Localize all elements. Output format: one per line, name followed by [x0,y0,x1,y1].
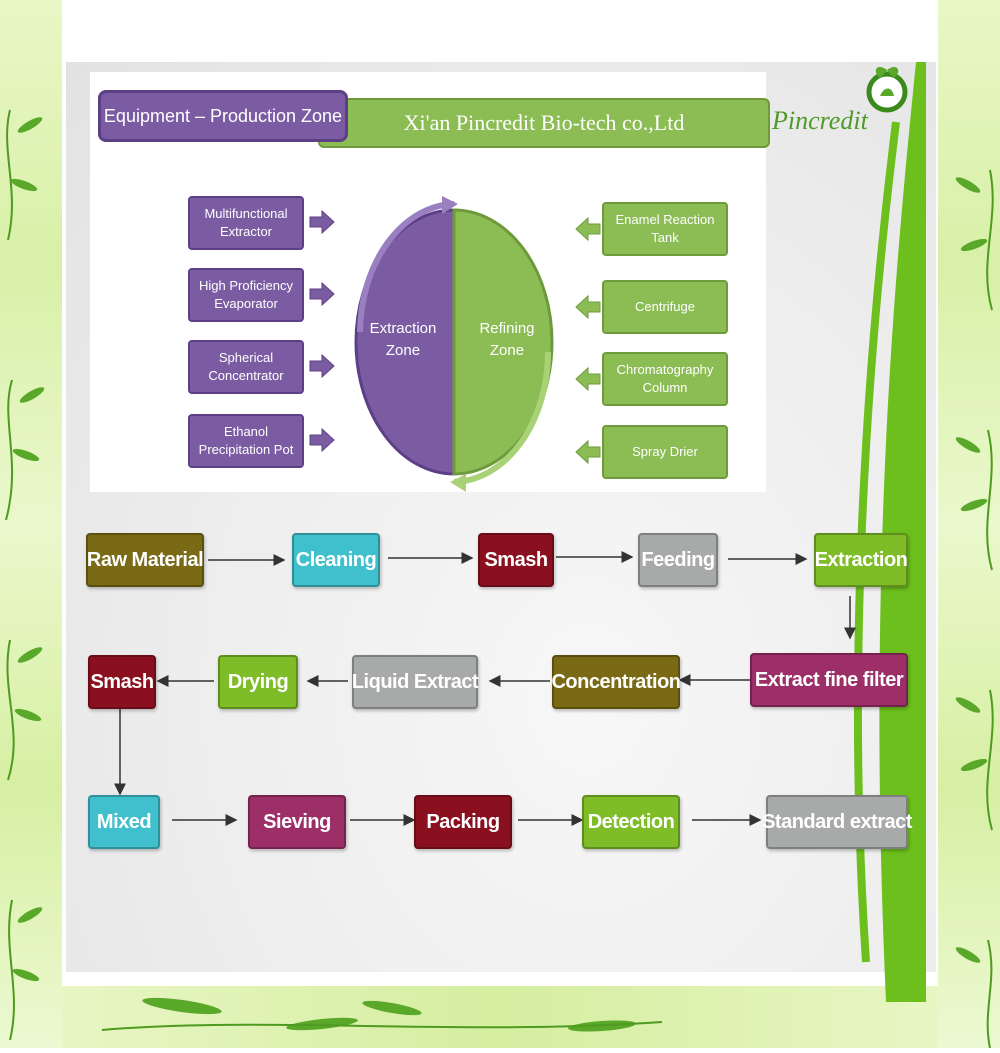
step-cleaning: Cleaning [292,533,380,587]
zone-title: Equipment – Production Zone [103,105,343,126]
bamboo-vine-icon [5,109,45,1041]
extraction-zone-half [354,208,456,476]
right-arrow-icon [309,354,335,378]
zone-circle-diagram [354,196,554,492]
logo-text: Pincredit [772,106,868,135]
step-smash: Smash [478,533,554,587]
step-drying: Drying [218,655,298,709]
step-raw-material: Raw Material [86,533,204,587]
right-decorative-border [938,0,1000,1048]
right-arrow-icon [309,282,335,306]
left-arrow-icon [575,367,601,391]
right-arrow-icon [309,210,335,234]
slide: Xi'an Pincredit Bio-tech co.,Ltd Equipme… [66,62,936,1002]
circular-arrow-icon [442,196,458,214]
step-mixed: Mixed [88,795,160,849]
step-smash-2: Smash [88,655,156,709]
equipment-ethanol-precipitation-pot: Ethanol Precipitation Pot [188,414,304,468]
refining-zone-half [452,208,554,476]
equipment-panel: Xi'an Pincredit Bio-tech co.,Ltd Equipme… [90,72,770,492]
company-name: Xi'an Pincredit Bio-tech co.,Ltd [403,110,685,135]
step-extraction: Extraction [814,533,908,587]
left-arrow-icon [575,295,601,319]
step-packing: Packing [414,795,512,849]
extraction-zone-label: Extraction Zone [369,320,437,359]
step-feeding: Feeding [638,533,718,587]
zone-title-box: Equipment – Production Zone [98,90,348,142]
pincredit-logo-icon [866,67,908,113]
left-arrow-icon [575,440,601,464]
step-concentration: Concentration [551,655,681,709]
step-extract-fine-filter: Extract fine filter [750,653,908,707]
step-sieving: Sieving [248,795,346,849]
bamboo-leaves-icon [101,997,663,1032]
equipment-chromatography-column: Chromatography Column [602,352,728,406]
step-liquid-extract: Liquid Extract [352,655,479,709]
refining-zone-label: Refining Zone [479,320,535,359]
equipment-spray-drier: Spray Drier [602,425,728,479]
left-arrow-icon [575,217,601,241]
bamboo-vine-icon [955,169,994,1048]
step-detection: Detection [582,795,680,849]
equipment-centrifuge: Centrifuge [602,280,728,334]
equipment-multifunctional-extractor: Multifunctional Extractor [188,196,304,250]
right-arrow-icon [309,428,335,452]
equipment-spherical-concentrator: Spherical Concentrator [188,340,304,394]
left-decorative-border [0,0,62,1048]
step-standard-extract: Standard extract [762,795,912,849]
circular-arrow-icon [450,474,466,492]
process-flow-arrows [114,551,856,826]
equipment-high-proficiency-evaporator: High Proficiency Evaporator [188,268,304,322]
equipment-enamel-reaction-tank: Enamel Reaction Tank [602,202,728,256]
bottom-decorative-border [62,986,938,1048]
